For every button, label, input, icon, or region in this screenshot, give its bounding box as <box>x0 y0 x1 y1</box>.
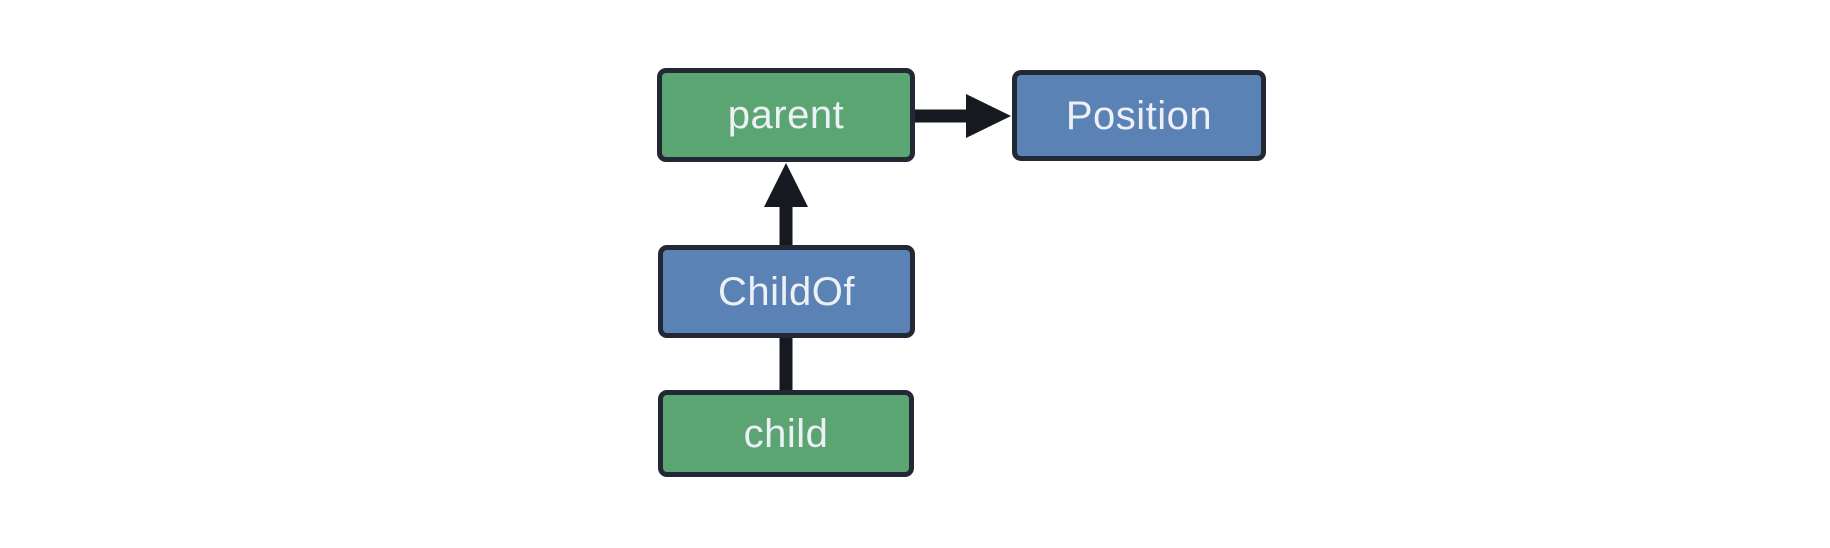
node-position: Position <box>1012 70 1266 161</box>
node-parent-label: parent <box>727 93 845 137</box>
node-childof: ChildOf <box>658 245 915 338</box>
node-child: child <box>658 390 914 477</box>
node-child-label: child <box>743 411 829 456</box>
edge-parent-to-position-arrow <box>913 94 1011 138</box>
node-childof-label: ChildOf <box>718 269 855 314</box>
node-parent: parent <box>657 68 915 162</box>
node-position-label: Position <box>1065 93 1213 138</box>
edge-childof-to-parent-arrow <box>764 163 808 248</box>
